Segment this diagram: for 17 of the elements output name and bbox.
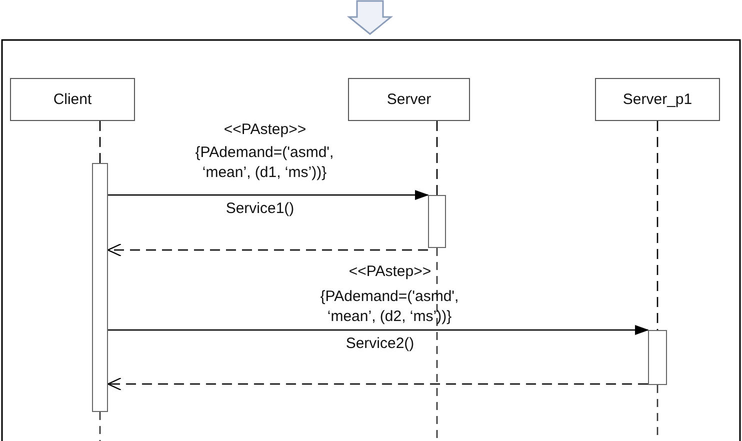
lifeline xyxy=(656,121,658,330)
activation-bar xyxy=(428,195,446,248)
stereotype-label: <<PAstep>> xyxy=(348,262,432,282)
annotation-text: {PAdemand=('asmd', ‘mean’, (d1, ‘ms’))} xyxy=(194,143,335,183)
lifeline xyxy=(436,121,438,195)
lifeline xyxy=(99,121,101,163)
stereotype-label: <<PAstep>> xyxy=(222,120,308,140)
activation-bar xyxy=(648,330,667,385)
lifeline-header: Server_p1 xyxy=(595,78,720,121)
message-arrow xyxy=(108,325,649,335)
activation-bar xyxy=(92,163,108,412)
message-arrow xyxy=(108,190,429,200)
lifeline-header: Server xyxy=(348,78,470,121)
lifeline-header: Client xyxy=(10,78,135,121)
return-arrow xyxy=(107,243,428,257)
annotation-text: {PAdemand=('asmd', ‘mean’, (d2, ‘ms’))} xyxy=(319,287,460,327)
return-arrow xyxy=(107,377,648,391)
